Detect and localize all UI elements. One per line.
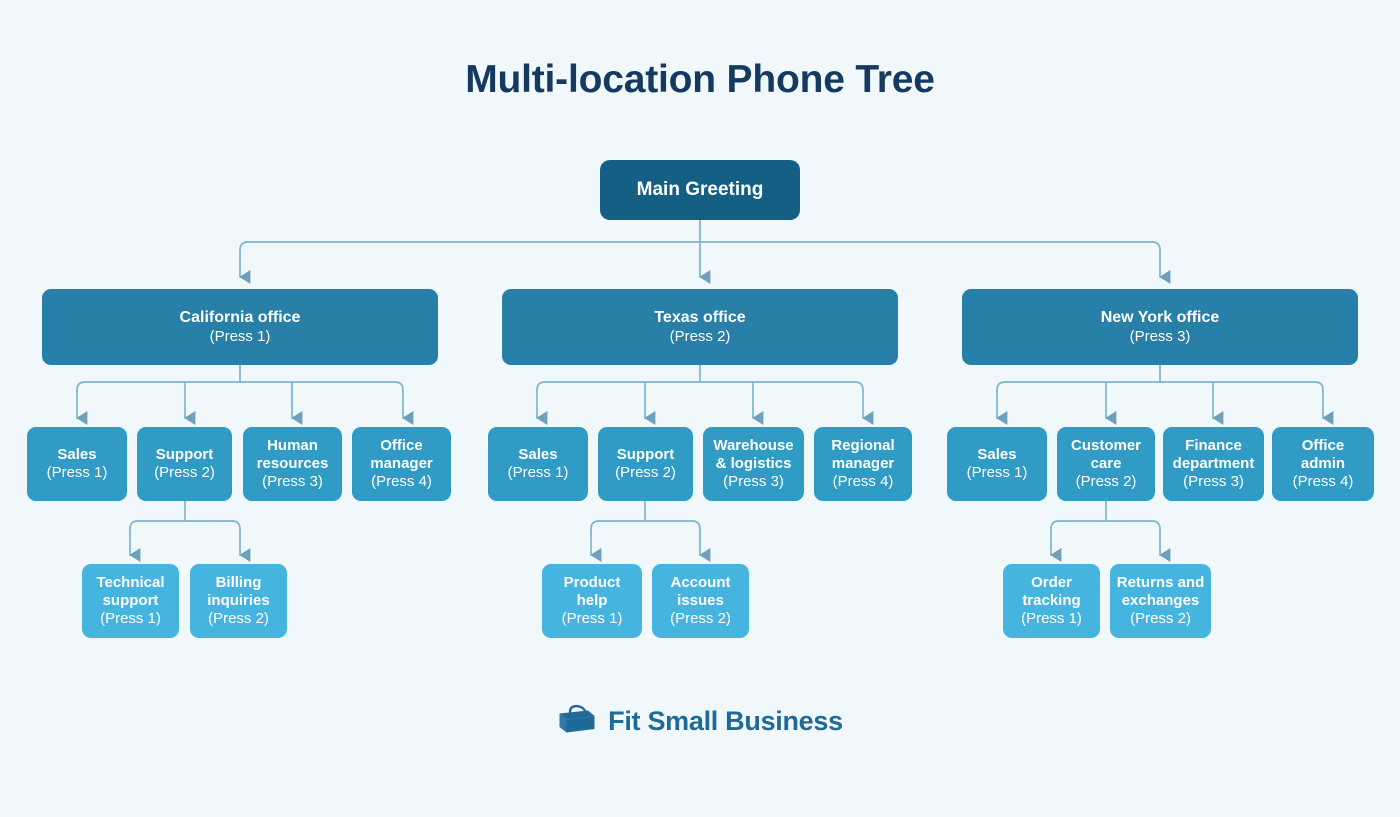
node-label: Product help (563, 574, 621, 610)
node-press: (Press 4) (371, 472, 432, 490)
footer-logo: Fit Small Business (0, 703, 1400, 740)
brand-name: Fit Small Business (608, 706, 843, 736)
node-texas-support[interactable]: Support (Press 2) (598, 427, 693, 501)
node-texas-account-issues[interactable]: Account issues (Press 2) (652, 564, 749, 638)
node-label: Finance department (1172, 437, 1255, 473)
node-california-office[interactable]: California office (Press 1) (42, 289, 438, 365)
node-label: New York office (1100, 308, 1220, 326)
node-new-york-office[interactable]: New York office (Press 3) (962, 289, 1358, 365)
node-newyork-customer-care[interactable]: Customer care (Press 2) (1057, 427, 1155, 501)
node-newyork-finance-department[interactable]: Finance department (Press 3) (1163, 427, 1264, 501)
node-label: Office manager (370, 437, 433, 473)
node-newyork-office-admin[interactable]: Office admin (Press 4) (1272, 427, 1374, 501)
node-main-greeting[interactable]: Main Greeting (600, 160, 800, 220)
node-label: Sales (977, 446, 1017, 464)
node-press: (Press 3) (1183, 472, 1244, 490)
node-press: (Press 2) (1075, 472, 1137, 490)
node-texas-sales[interactable]: Sales (Press 1) (488, 427, 588, 501)
node-press: (Press 4) (1292, 472, 1354, 490)
node-california-human-resources[interactable]: Human resources (Press 3) (243, 427, 342, 501)
node-texas-warehouse-logistics[interactable]: Warehouse & logistics (Press 3) (703, 427, 804, 501)
node-press: (Press 2) (670, 609, 731, 627)
node-label: Warehouse & logistics (713, 437, 794, 473)
node-press: (Press 1) (561, 609, 623, 627)
node-label: Account issues (670, 574, 731, 610)
node-press: (Press 1) (507, 464, 569, 481)
node-california-sales[interactable]: Sales (Press 1) (27, 427, 127, 501)
node-texas-office[interactable]: Texas office (Press 2) (502, 289, 898, 365)
node-press: (Press 1) (966, 464, 1028, 481)
node-press: (Press 1) (100, 609, 161, 627)
node-california-technical-support[interactable]: Technical support (Press 1) (82, 564, 179, 638)
node-label: Returns and exchanges (1116, 574, 1205, 610)
node-press: (Press 3) (1129, 327, 1191, 345)
node-california-office-manager[interactable]: Office manager (Press 4) (352, 427, 451, 501)
node-label: Technical support (96, 574, 165, 610)
node-press: (Press 2) (208, 609, 269, 627)
node-press: (Press 3) (723, 472, 784, 490)
briefcase-icon (557, 703, 597, 740)
node-texas-regional-manager[interactable]: Regional manager (Press 4) (814, 427, 912, 501)
node-press: (Press 2) (154, 464, 215, 481)
node-label: Texas office (654, 308, 746, 326)
node-texas-product-help[interactable]: Product help (Press 1) (542, 564, 642, 638)
node-label: Office admin (1300, 437, 1346, 473)
node-press: (Press 1) (1021, 609, 1082, 627)
node-label: Support (155, 446, 214, 464)
node-label: Sales (518, 446, 558, 464)
node-california-support[interactable]: Support (Press 2) (137, 427, 232, 501)
node-press: (Press 1) (46, 464, 108, 481)
page-title: Multi-location Phone Tree (465, 58, 935, 101)
node-newyork-order-tracking[interactable]: Order tracking (Press 1) (1003, 564, 1100, 638)
node-press: (Press 1) (209, 327, 271, 345)
node-label: Human resources (256, 437, 329, 473)
node-label: Customer care (1070, 437, 1141, 473)
node-newyork-returns-exchanges[interactable]: Returns and exchanges (Press 2) (1110, 564, 1211, 638)
node-california-billing-inquiries[interactable]: Billing inquiries (Press 2) (190, 564, 287, 638)
node-newyork-sales[interactable]: Sales (Press 1) (947, 427, 1047, 501)
node-label: California office (179, 308, 301, 326)
node-press: (Press 2) (1130, 609, 1191, 627)
node-press: (Press 2) (615, 464, 676, 481)
node-label: Main Greeting (636, 178, 764, 200)
node-label: Regional manager (831, 437, 895, 473)
node-label: Sales (57, 446, 97, 464)
node-label: Support (616, 446, 675, 464)
node-press: (Press 2) (669, 327, 731, 345)
node-press: (Press 3) (262, 472, 323, 490)
node-press: (Press 4) (832, 472, 894, 490)
node-label: Order tracking (1022, 574, 1081, 610)
node-label: Billing inquiries (207, 574, 270, 610)
